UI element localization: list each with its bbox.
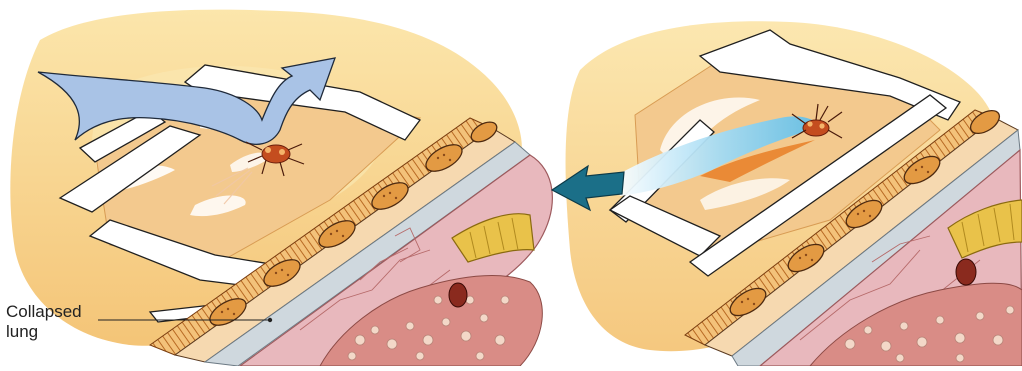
- blood-vessel-left: [449, 283, 467, 307]
- blood-vessel-right: [956, 259, 976, 285]
- label-leader-dot: [268, 318, 272, 322]
- right-panel: [552, 21, 1022, 366]
- collapsed-lung-label: Collapsed lung: [6, 302, 82, 342]
- left-panel: [10, 10, 552, 366]
- label-line-2: lung: [6, 322, 82, 342]
- label-line-1: Collapsed: [6, 302, 82, 322]
